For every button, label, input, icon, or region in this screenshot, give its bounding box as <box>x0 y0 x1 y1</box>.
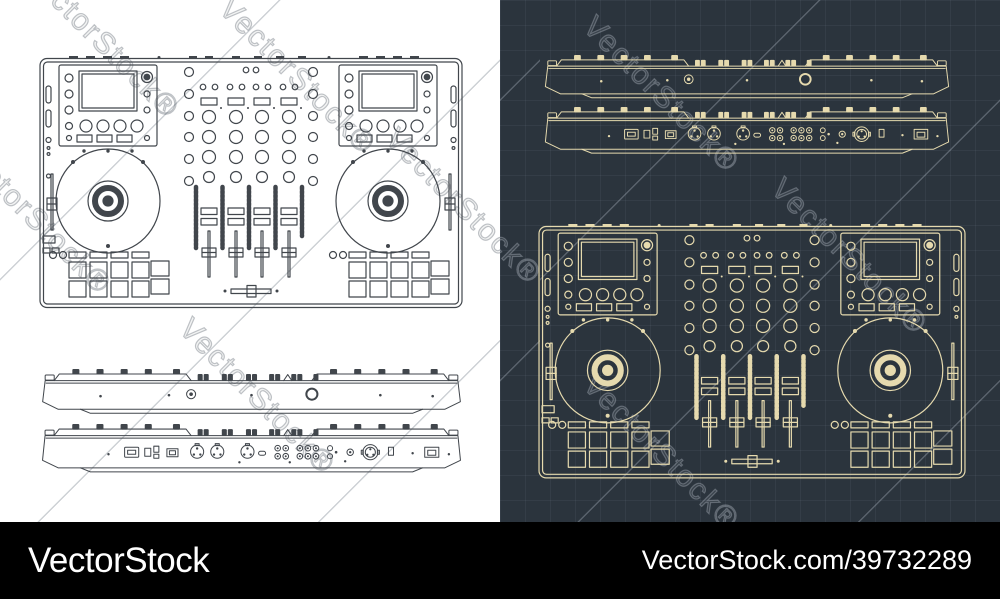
image-url-text: VectorStock.com/39732289 <box>641 545 972 575</box>
watermark-footer-bar: VectorStock VectorStock.com/39732289 <box>0 522 1000 599</box>
watermark-layer-left: VectorStock® VectorStock® VectorStock® V… <box>0 0 500 522</box>
watermark-text: VectorStock® <box>576 367 746 522</box>
watermark-text: VectorStock® <box>0 131 118 302</box>
watermark-text: VectorStock® <box>172 311 342 482</box>
watermark-layer-right: VectorStock® VectorStock® VectorStock® V… <box>500 0 1000 522</box>
watermark-text: VectorStock® <box>16 0 186 126</box>
white-blueprint-panel: VectorStock® VectorStock® VectorStock® V… <box>0 0 500 522</box>
watermark-text: VectorStock® <box>576 9 746 180</box>
watermark-text: VectorStock® <box>378 121 500 292</box>
watermark-text: VectorStock® <box>764 171 934 342</box>
dark-blueprint-panel: VectorStock® VectorStock® VectorStock® V… <box>500 0 1000 522</box>
watermark-text: VectorStock® <box>500 121 548 292</box>
watermark-text: VectorStock® <box>212 0 382 162</box>
vectorstock-logo: VectorStock <box>28 540 210 580</box>
